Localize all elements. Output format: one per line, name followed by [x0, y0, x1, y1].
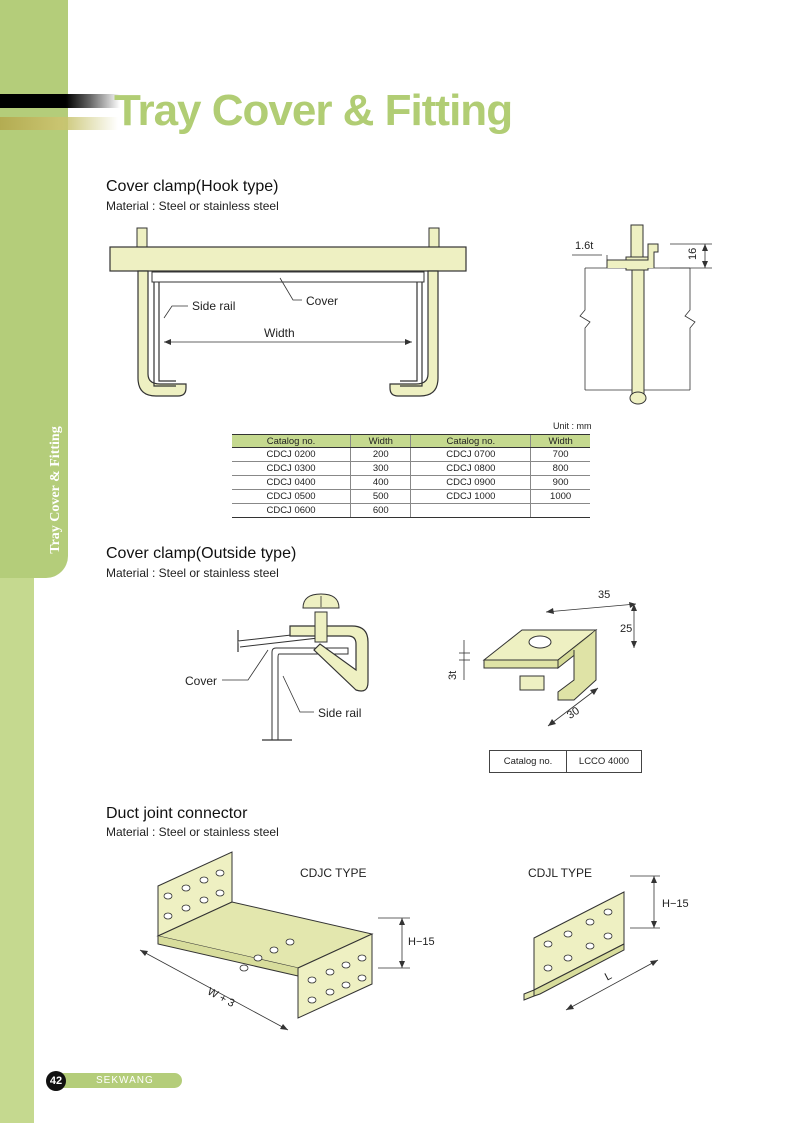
page-title: Tray Cover & Fitting — [114, 86, 513, 135]
title-band-olive — [0, 117, 118, 130]
table-cell: 700 — [530, 447, 590, 462]
table-cell: CDCJ 0600 — [232, 503, 351, 518]
hook-material: Material : Steel or stainless steel — [106, 199, 279, 213]
table-cell: 200 — [350, 447, 411, 462]
table-cell: CDCJ 1000 — [410, 489, 531, 504]
table-cell: CDCJ 0200 — [232, 447, 351, 462]
dim-25: 25 — [620, 623, 632, 635]
thickness-label: 1.6t — [575, 240, 593, 252]
sidebar-tail — [0, 578, 34, 1123]
cover-label: Cover — [306, 294, 338, 308]
cdjl-h-label: H−15 — [662, 898, 689, 910]
outside-catalog-table: Catalog no. LCCO 4000 — [489, 750, 642, 773]
side-rail-label: Side rail — [192, 299, 235, 313]
cdjl-holes — [543, 908, 613, 972]
hook-clamp-diagram: Width Cover Side rail 1.6t 16 — [109, 224, 712, 405]
outside-side-rail-label: Side rail — [318, 706, 361, 720]
table-cell — [410, 503, 531, 518]
table-cell: CDCJ 0900 — [410, 475, 531, 490]
hook-section-title: Cover clamp(Hook type) — [106, 178, 279, 195]
table-cell: CDCJ 0800 — [410, 461, 531, 476]
hook-catalog-table: Catalog no. Width Catalog no. Width CDCJ… — [232, 434, 590, 518]
cdjc-holes — [163, 869, 367, 1004]
table-row: CDCJ 0300 300 CDCJ 0800 800 — [232, 461, 590, 476]
col-header: Width — [350, 434, 411, 448]
outside-clamp-diagram: Cover Side rail 35 25 3t 30 — [185, 589, 637, 741]
height-label: 16 — [687, 248, 699, 260]
cdjc-h-label: H−15 — [408, 936, 435, 948]
table-row: CDCJ 0400 400 CDCJ 0900 900 — [232, 475, 590, 490]
table-cell: 500 — [350, 489, 411, 504]
table-cell — [530, 503, 590, 518]
table-row: CDCJ 0200 200 CDCJ 0700 700 — [232, 447, 590, 462]
cdjl-l-label: L — [603, 970, 614, 983]
table-cell: CDCJ 0300 — [232, 461, 351, 476]
table-cell: 400 — [350, 475, 411, 490]
table-row: Catalog no. LCCO 4000 — [489, 750, 642, 773]
outside-cover-label: Cover — [185, 674, 217, 688]
table-cell: LCCO 4000 — [566, 750, 642, 773]
cdjc-w-label: W + 3 — [205, 986, 236, 1010]
footer-brand: SEKWANG — [96, 1075, 154, 1086]
duct-material: Material : Steel or stainless steel — [106, 825, 279, 839]
dim-30: 30 — [565, 705, 582, 722]
table-cell: 1000 — [530, 489, 590, 504]
cdjc-type-label: CDJC TYPE — [300, 866, 366, 880]
width-label: Width — [264, 326, 295, 340]
footer-bar — [62, 1073, 182, 1088]
page-number: 42 — [46, 1071, 66, 1091]
table-cell: CDCJ 0700 — [410, 447, 531, 462]
unit-label: Unit : mm — [553, 421, 592, 431]
outside-section-title: Cover clamp(Outside type) — [106, 545, 297, 562]
duct-connector-diagram: CDJC TYPE CDJL TYPE W + 3 H−15 H−15 L — [139, 851, 689, 1031]
outside-material: Material : Steel or stainless steel — [106, 566, 279, 580]
table-cell: 900 — [530, 475, 590, 490]
table-cell: 600 — [350, 503, 411, 518]
table-row: CDCJ 0600 600 — [232, 503, 590, 518]
table-cell: CDCJ 0500 — [232, 489, 351, 504]
table-cell: 300 — [350, 461, 411, 476]
title-band-black — [0, 94, 120, 108]
col-header: Catalog no. — [232, 434, 351, 448]
table-row: CDCJ 0500 500 CDCJ 1000 1000 — [232, 489, 590, 504]
duct-section-title: Duct joint connector — [106, 805, 248, 822]
cdjl-type-label: CDJL TYPE — [528, 866, 592, 880]
dim-35: 35 — [598, 589, 610, 601]
dim-3t: 3t — [447, 671, 459, 680]
col-header: Width — [530, 434, 590, 448]
col-header: Catalog no. — [410, 434, 531, 448]
table-cell: CDCJ 0400 — [232, 475, 351, 490]
table-cell: 800 — [530, 461, 590, 476]
